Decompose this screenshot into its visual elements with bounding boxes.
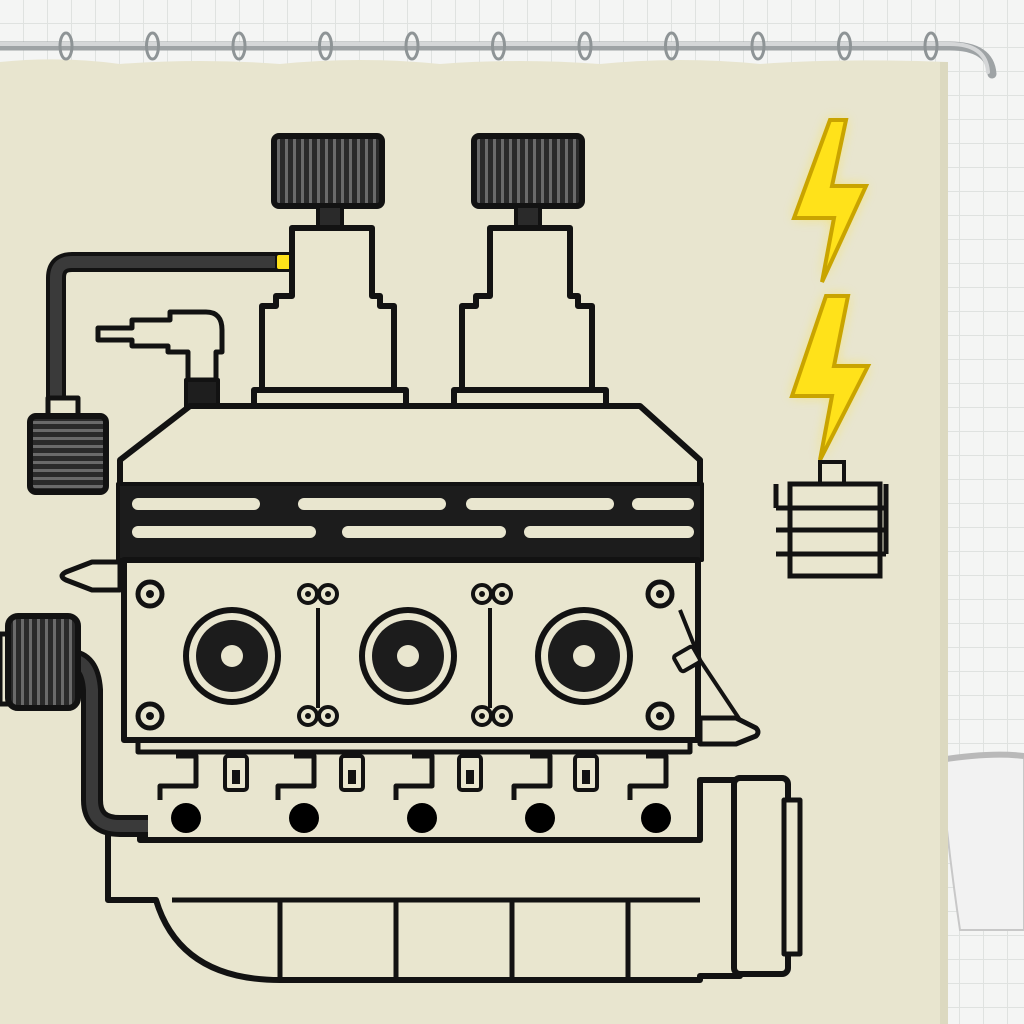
glow-plug [573, 754, 599, 792]
ignition-coil-icon [773, 460, 889, 579]
exhaust-pipe [157, 753, 201, 833]
intake-filter-icon [27, 395, 109, 495]
fuel-nozzle [59, 559, 123, 593]
curtain-ring-icon [837, 31, 852, 61]
timing-cover [731, 775, 803, 977]
intake-stack-right [451, 133, 609, 409]
curtain-ring-icon [404, 31, 420, 61]
curtain-ring-icon [145, 31, 160, 61]
curtain-ring-icon [231, 31, 247, 61]
exhaust-pipe [511, 753, 555, 833]
cylinder-port [535, 607, 633, 705]
block-bolts [135, 579, 675, 833]
oil-pan [105, 777, 743, 983]
glow-plug [223, 754, 249, 792]
engine-block-icon [0, 133, 803, 983]
glow-plug [457, 754, 483, 792]
curtain-ring-icon [318, 31, 333, 61]
glow-plug [339, 754, 365, 792]
head-gasket [116, 482, 704, 562]
valve-cover [117, 403, 703, 489]
lightning-bolt-icon [789, 118, 872, 461]
cylinder-port [359, 607, 457, 705]
exhaust-pipe [627, 753, 671, 833]
curtain-rod-icon [0, 41, 997, 79]
curtain-ring-icon [491, 31, 506, 61]
curtain-ring-icon [58, 31, 74, 61]
intake-stack-left [251, 133, 409, 409]
curtain-rings [58, 31, 939, 61]
cylinder-port [183, 607, 281, 705]
exhaust-pipe [393, 753, 437, 833]
curtain-ring-icon [664, 31, 679, 61]
cylinder-ports [183, 607, 633, 705]
curtain-ring-icon [750, 31, 766, 61]
air-filter-icon [0, 613, 81, 711]
exhaust-pipe [275, 753, 319, 833]
curtain-ring-icon [923, 31, 939, 61]
curtain-ring-icon [577, 31, 593, 61]
